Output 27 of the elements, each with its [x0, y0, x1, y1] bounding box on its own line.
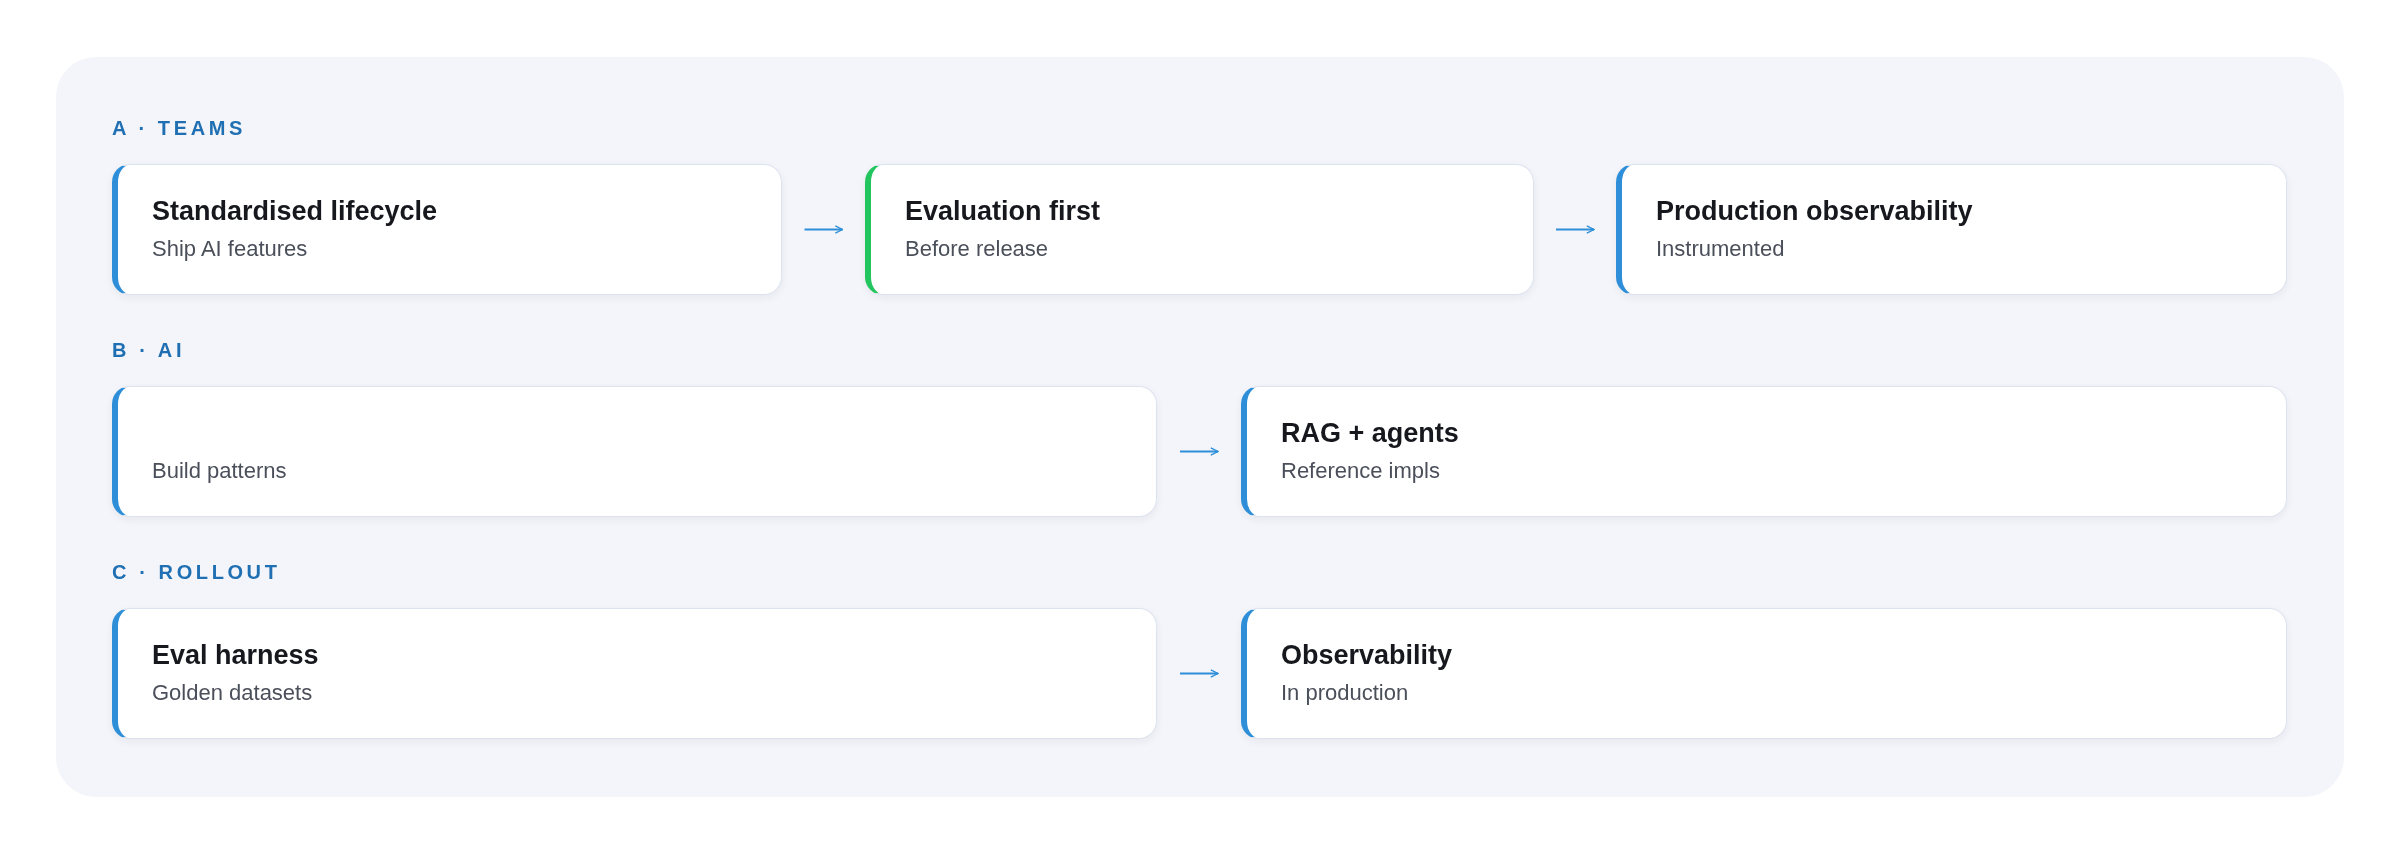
step-card — [865, 164, 1534, 295]
arrow — [803, 225, 844, 234]
card-title: Standardised lifecycle — [152, 195, 439, 229]
step-card — [112, 164, 782, 295]
card-subtitle: In production — [1281, 679, 1410, 708]
card-subtitle: Ship AI features — [152, 235, 309, 264]
card-title: Observability — [1281, 639, 1454, 673]
section-label: A · TEAMS — [112, 116, 246, 141]
step-card — [112, 386, 1157, 517]
step-card — [112, 608, 1157, 739]
card-title: Production observability — [1656, 195, 1974, 229]
card-title: Evaluation first — [905, 195, 1102, 229]
card-subtitle: Before release — [905, 235, 1050, 264]
card-subtitle: Golden datasets — [152, 679, 314, 708]
arrow — [1179, 447, 1219, 456]
card-title: RAG + agents — [1281, 417, 1460, 451]
step-card — [1616, 164, 2287, 295]
section-label: C · ROLLOUT — [112, 560, 281, 585]
card-subtitle: Build patterns — [152, 457, 288, 486]
card-subtitle: Instrumented — [1656, 235, 1786, 264]
arrow — [1555, 225, 1595, 234]
card-title: Eval harness — [152, 639, 320, 673]
step-card — [1241, 386, 2287, 517]
section-label: B · AI — [112, 338, 186, 363]
arrow — [1179, 669, 1219, 678]
card-subtitle: Reference impls — [1281, 457, 1441, 486]
step-card — [1241, 608, 2287, 739]
